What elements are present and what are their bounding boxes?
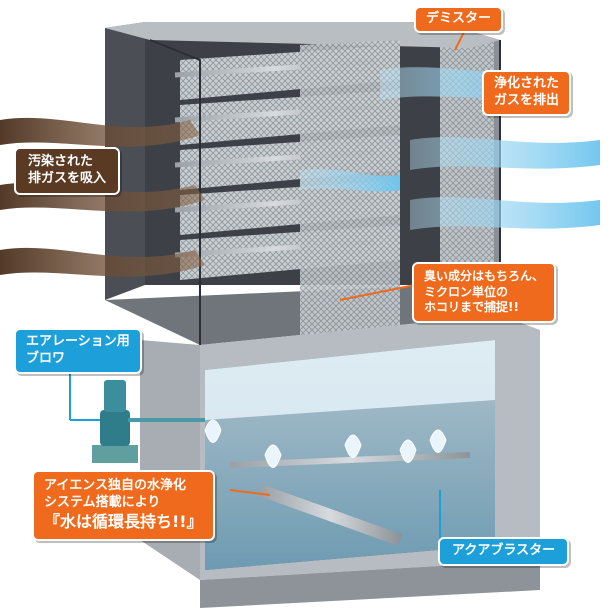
callout-aqua-blaster: アクアブラスター	[438, 537, 570, 566]
filter-trays	[174, 40, 400, 351]
demister-label: デミスター	[426, 11, 492, 26]
aqua-blaster-label: アクアブラスター	[452, 543, 556, 558]
odor-line-2: ミクロン単位の	[424, 284, 509, 299]
dirty-gas-line-2: 排ガスを吸入	[28, 170, 107, 186]
odor-line-1: 臭い成分はもちろん、	[424, 269, 545, 283]
blower-line-1: エアレーション用	[26, 334, 130, 349]
water-line-1: アイエンス独自の水浄化	[44, 478, 186, 493]
callout-clean-gas: 浄化された ガスを排出	[482, 70, 572, 116]
aeration-blower	[92, 380, 205, 463]
blower-line-2: ブロワ	[26, 350, 66, 366]
aqua-blaster	[204, 419, 471, 546]
water-line-3: 『水は循環長持ち!!』	[44, 511, 203, 531]
leader-lines	[229, 29, 466, 496]
callout-odor: 臭い成分はもちろん、 ミクロン単位の ホコリまで捕捉!!	[412, 262, 557, 323]
clean-gas-line-2: ガスを排出	[494, 92, 560, 108]
callout-blower: エアレーション用 ブロワ	[14, 328, 142, 374]
water-line-2: システム搭載により	[44, 494, 161, 510]
callout-demister: デミスター	[414, 6, 504, 33]
dirty-gas-line-1: 汚染された	[28, 154, 94, 169]
callout-dirty-gas: 汚染された 排ガスを吸入	[14, 147, 121, 195]
odor-line-3: ホコリまで捕捉!!	[424, 300, 519, 315]
callout-water: アイエンス独自の水浄化 システム搭載により 『水は循環長持ち!!』	[32, 470, 215, 541]
clean-gas-line-1: 浄化された	[494, 76, 560, 91]
